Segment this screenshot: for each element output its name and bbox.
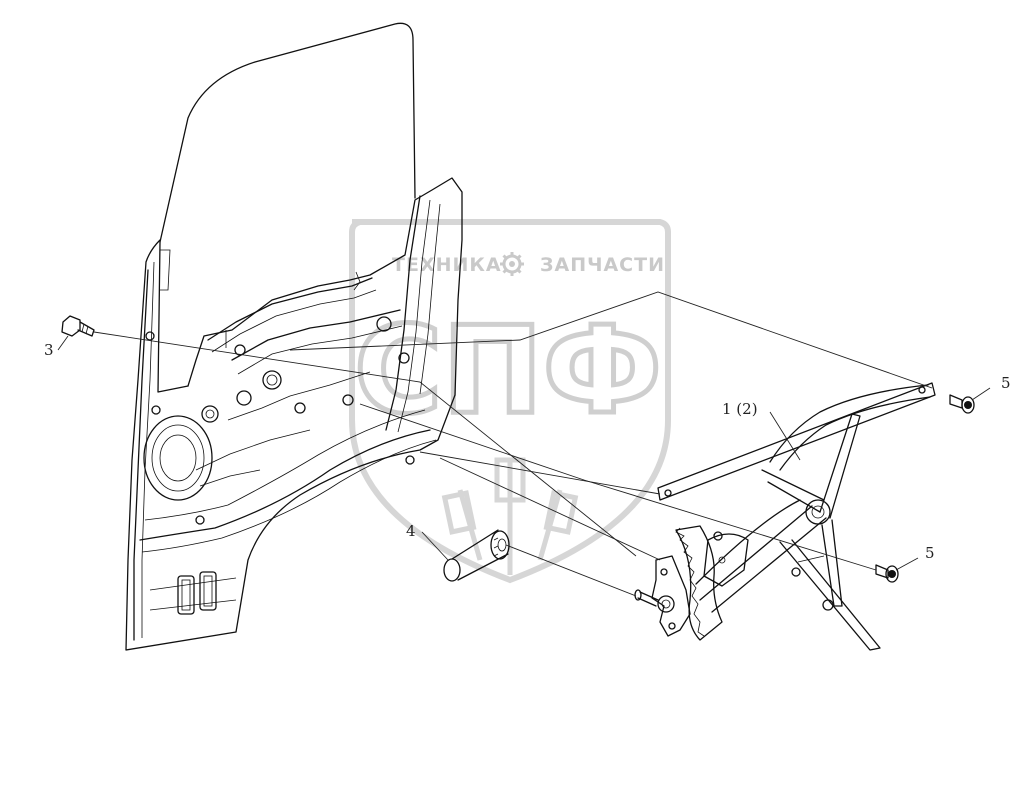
door-inner-panel [125,177,463,651]
callout-label-3: 3 [44,341,54,359]
callout-label-4: 4 [406,522,416,540]
bolt-3 [61,315,95,337]
watermark-monogram: СПФ [354,302,662,441]
watermark-wheat-icon [441,457,579,575]
watermark-text-right: ЗАПЧАСТИ [540,254,665,276]
callout-label-5-lower: 5 [925,544,935,562]
callout-leader-1 [769,411,801,461]
screw-5-lower [875,564,899,583]
screw-5-upper [949,394,975,414]
assembly-line-glass-rail [289,291,933,389]
assembly-lines [57,291,991,597]
crank-handle-4 [443,529,510,582]
window-regulator [634,382,936,651]
callout-leader-3 [57,335,69,351]
watermark-text-left: ТЕХНИКА [392,254,502,276]
assembly-line-bolt [93,331,637,557]
callout-leader-5-upper [971,387,991,401]
callouts: 1 (2) 3 4 5 5 [44,341,1011,562]
assembly-line-panel-to-screw [359,403,877,571]
assembly-line-panel-to-gear [439,457,661,561]
callout-leader-5-lower [895,557,919,571]
speaker-opening [143,415,213,501]
assembly-line-crank [505,544,637,597]
watermark: ТЕХНИКА ЗАПЧАСТИ СПФ [349,219,671,584]
callout-leader-4 [421,531,449,561]
callout-label-5-upper: 5 [1001,374,1011,392]
door-glass [157,22,416,393]
gear-icon [500,252,524,276]
watermark-shield [349,219,671,584]
callout-label-1: 1 (2) [722,400,758,418]
assembly-line-panel-to-rail [419,451,661,495]
